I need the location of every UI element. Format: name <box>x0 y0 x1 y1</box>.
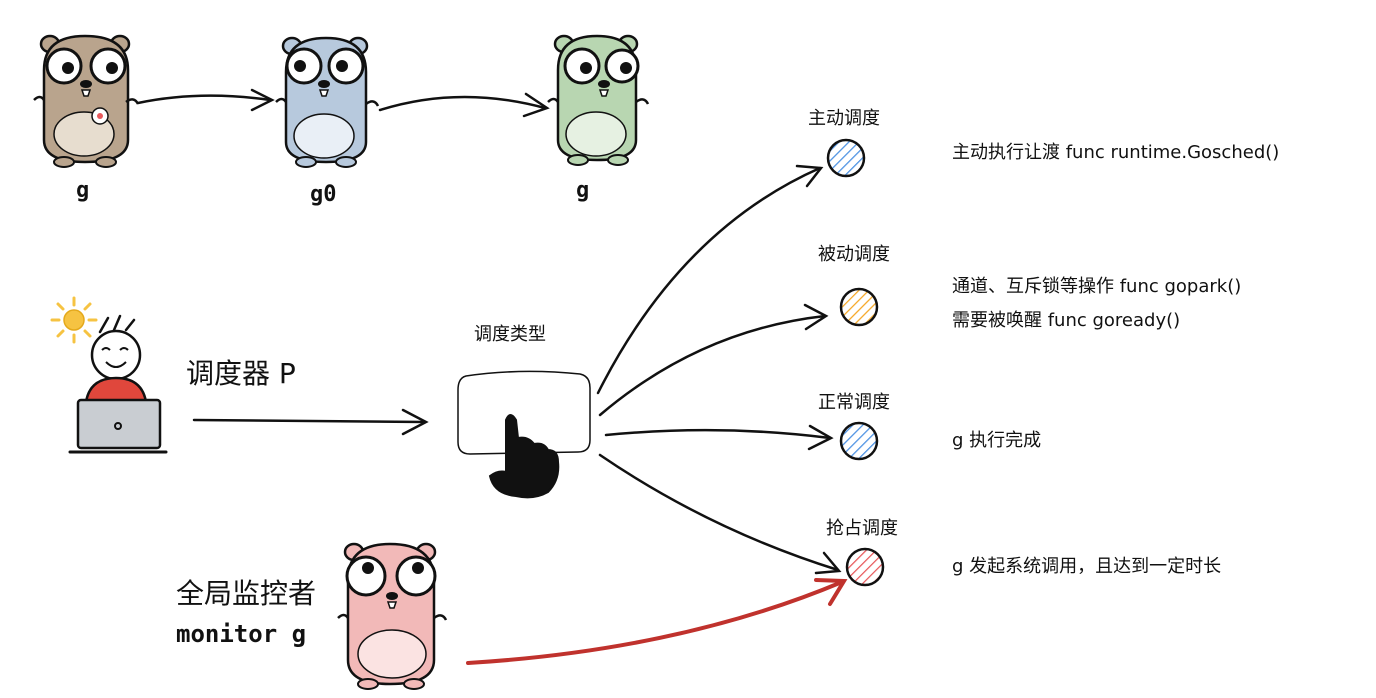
monitor-label-en: monitor g <box>176 620 307 648</box>
monitor-label-cn: 全局监控者 <box>176 577 317 610</box>
arrow-center-to-passive <box>598 303 829 417</box>
gopher-g0-blue <box>275 36 380 168</box>
gopher-g-label: g <box>76 178 90 203</box>
center-box <box>457 370 591 455</box>
scheduler-label: 调度器 P <box>186 357 296 390</box>
gopher-g-green <box>547 34 650 166</box>
center-label: 调度类型 <box>474 324 546 345</box>
type-active-desc: 主动执行让渡 func runtime.Gosched() <box>952 142 1280 163</box>
arrow-center-to-active <box>596 164 824 395</box>
arrow-center-to-preempt <box>598 453 842 575</box>
type-preempt-name: 抢占调度 <box>826 518 898 539</box>
type-passive-desc-1: 通道、互斥锁等操作 func gopark() <box>952 276 1242 297</box>
type-passive-desc-2: 需要被唤醒 func goready() <box>952 310 1181 331</box>
type-preempt-desc: g 发起系统调用，且达到一定时长 <box>952 556 1222 577</box>
active-scheduling-circle <box>826 138 866 178</box>
arrow-scheduler-to-center <box>192 408 429 436</box>
arrow-center-to-normal <box>604 424 834 451</box>
arrow-monitor-to-preempt <box>466 578 848 665</box>
gopher-g-brown <box>33 34 140 168</box>
arrow-g-to-g0 <box>136 88 275 112</box>
preempt-scheduling-circle <box>845 547 885 587</box>
person-with-laptop-icon <box>68 314 168 454</box>
type-passive-name: 被动调度 <box>818 244 890 265</box>
type-active-name: 主动调度 <box>808 108 880 129</box>
passive-scheduling-circle <box>839 287 879 327</box>
normal-scheduling-circle <box>839 421 879 461</box>
arrow-g0-to-g <box>378 92 550 118</box>
type-normal-name: 正常调度 <box>818 392 890 413</box>
hand-pointer-icon <box>488 414 560 499</box>
gopher-g0-label: g0 <box>310 182 337 207</box>
sun-icon <box>50 296 98 344</box>
gopher-g2-label: g <box>576 178 590 203</box>
type-normal-desc: g 执行完成 <box>952 430 1042 451</box>
gopher-monitor-pink <box>337 542 448 690</box>
